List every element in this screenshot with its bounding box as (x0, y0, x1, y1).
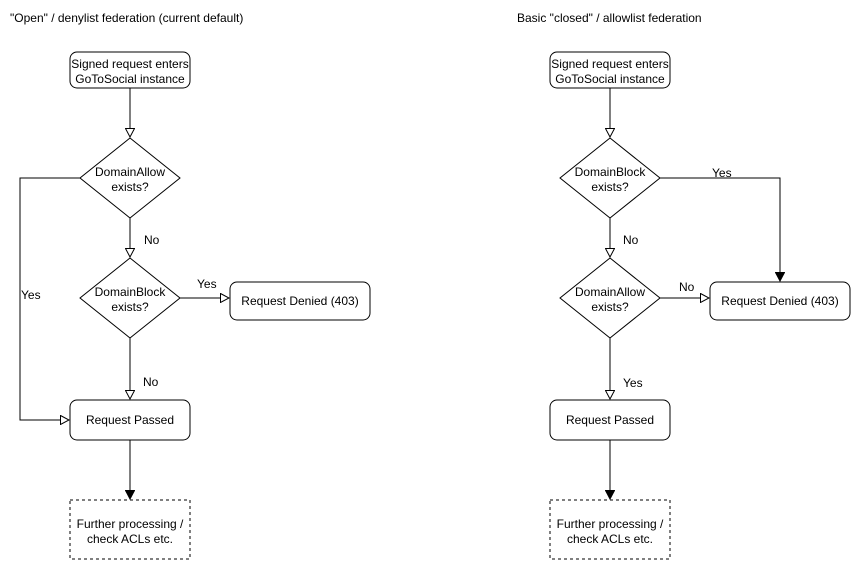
left-further-processing-node (69, 499, 191, 560)
left-further-processing-label-line1: Further processing / (77, 517, 184, 531)
left-start-label-line2: GoToSocial instance (75, 72, 185, 86)
right-decision1-diamond (559, 137, 661, 219)
left-decision1-no-label: No (144, 233, 160, 247)
left-edge-decision1-yes-to-passed (19, 177, 80, 420)
right-edge-decision1-yes-to-denied (660, 177, 780, 281)
left-request-denied-label: Request Denied (403) (241, 294, 358, 308)
right-request-passed-label: Request Passed (566, 413, 654, 427)
left-start-node (69, 51, 191, 89)
right-request-denied-label: Request Denied (403) (721, 294, 838, 308)
left-decision1-diamond (79, 137, 181, 219)
right-start-node (549, 51, 671, 89)
left-decision2-yes-label: Yes (197, 277, 217, 291)
left-flowchart: "Open" / denylist federation (current de… (10, 11, 371, 560)
right-request-denied-node (709, 281, 851, 321)
right-decision2-no-label: No (679, 280, 695, 294)
left-chart-title: "Open" / denylist federation (current de… (10, 11, 243, 25)
right-request-passed-node (549, 399, 671, 441)
right-decision2-label-line1: DomainAllow (575, 285, 645, 299)
right-decision1-yes-label: Yes (712, 166, 732, 180)
right-start-label-line1: Signed request enters (551, 57, 668, 71)
right-start-label-line2: GoToSocial instance (555, 72, 665, 86)
right-further-processing-label-line2: check ACLs etc. (567, 532, 653, 546)
right-decision2-label-line2: exists? (591, 300, 629, 314)
left-request-denied-node (229, 281, 371, 321)
left-decision2-label-line1: DomainBlock (95, 285, 167, 299)
right-decision2-yes-label: Yes (623, 376, 643, 390)
right-decision1-label-line1: DomainBlock (575, 165, 647, 179)
left-request-passed-node (69, 399, 191, 441)
left-decision1-yes-label: Yes (21, 288, 41, 302)
left-request-passed-label: Request Passed (86, 413, 174, 427)
left-decision2-diamond (79, 257, 181, 339)
left-decision2-no-label: No (143, 375, 159, 389)
left-start-label-line1: Signed request enters (71, 57, 188, 71)
right-chart-title: Basic "closed" / allowlist federation (517, 11, 702, 25)
right-decision1-label-line2: exists? (591, 180, 629, 194)
right-decision2-diamond (559, 257, 661, 339)
left-decision1-label-line1: DomainAllow (95, 165, 165, 179)
right-further-processing-label-line1: Further processing / (557, 517, 664, 531)
right-further-processing-node (549, 499, 671, 560)
left-further-processing-label-line2: check ACLs etc. (87, 532, 173, 546)
left-decision2-label-line2: exists? (111, 300, 149, 314)
right-flowchart: Basic "closed" / allowlist federation Ye… (517, 11, 851, 560)
right-decision1-no-label: No (623, 233, 639, 247)
left-decision1-label-line2: exists? (111, 180, 149, 194)
